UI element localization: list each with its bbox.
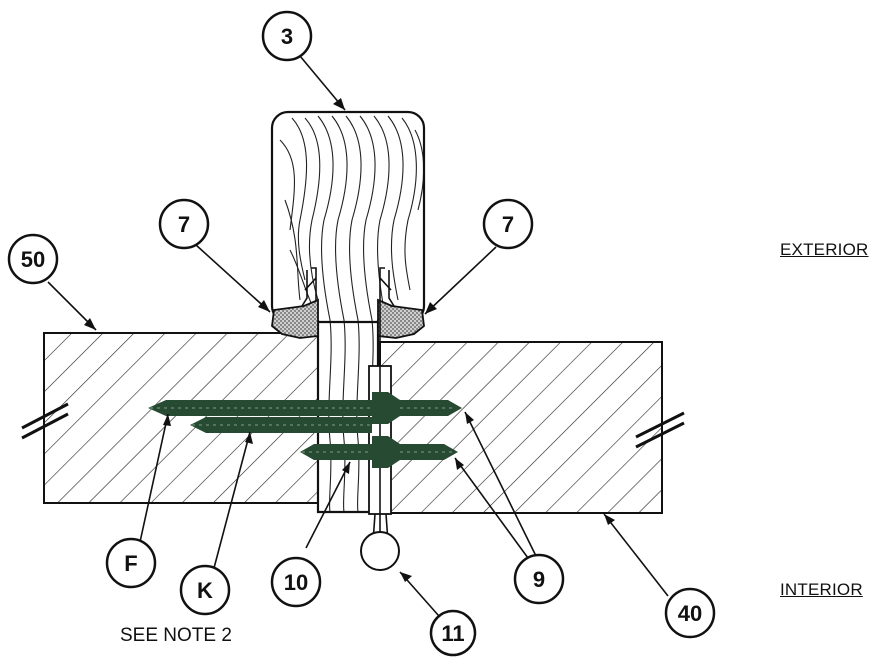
see-note-label: SEE NOTE 2 <box>120 625 232 646</box>
leader-F <box>139 413 169 543</box>
svg-text:3: 3 <box>281 24 293 49</box>
wood-grain <box>279 115 424 512</box>
screw-lower-left <box>300 444 372 460</box>
gasket-left-7 <box>271 298 319 339</box>
screw-9-lower <box>372 436 458 468</box>
leader-9-upper <box>464 411 537 557</box>
block-40 <box>379 341 663 514</box>
svg-text:9: 9 <box>533 567 545 592</box>
callout-F: F <box>105 537 157 589</box>
leader-9-lower <box>454 457 529 559</box>
callout-9: 9 <box>513 553 565 605</box>
exterior-label: EXTERIOR <box>780 240 869 259</box>
callout-50: 50 <box>7 233 59 285</box>
break-symbol-right <box>635 411 685 449</box>
break-symbol-left <box>21 402 69 440</box>
dowel-end-11 <box>360 531 400 571</box>
svg-text:10: 10 <box>284 570 308 595</box>
leader-lines <box>47 55 669 625</box>
callout-7-right: 7 <box>482 198 534 250</box>
callout-3: 3 <box>261 10 313 62</box>
leader-7-right <box>424 246 497 315</box>
svg-text:40: 40 <box>678 601 702 626</box>
leader-arrowheads <box>84 98 615 582</box>
svg-text:7: 7 <box>178 212 190 237</box>
callout-K: K <box>179 564 231 616</box>
callout-40: 40 <box>664 587 716 639</box>
leader-7-left <box>195 244 271 313</box>
gasket-right-7 <box>377 298 425 339</box>
svg-text:50: 50 <box>21 247 45 272</box>
leader-40 <box>603 513 669 597</box>
callout-10: 10 <box>270 556 322 608</box>
svg-text:7: 7 <box>502 212 514 237</box>
svg-text:F: F <box>124 551 137 576</box>
callout-7-left: 7 <box>158 198 210 250</box>
leader-K <box>213 431 251 569</box>
leader-10 <box>305 461 351 549</box>
screw-F <box>148 400 372 416</box>
screw-9-upper <box>372 392 462 424</box>
svg-text:K: K <box>197 578 213 603</box>
interior-label: INTERIOR <box>780 580 863 599</box>
callout-11: 11 <box>429 609 477 657</box>
svg-text:11: 11 <box>441 621 464 646</box>
screw-K <box>190 417 372 433</box>
